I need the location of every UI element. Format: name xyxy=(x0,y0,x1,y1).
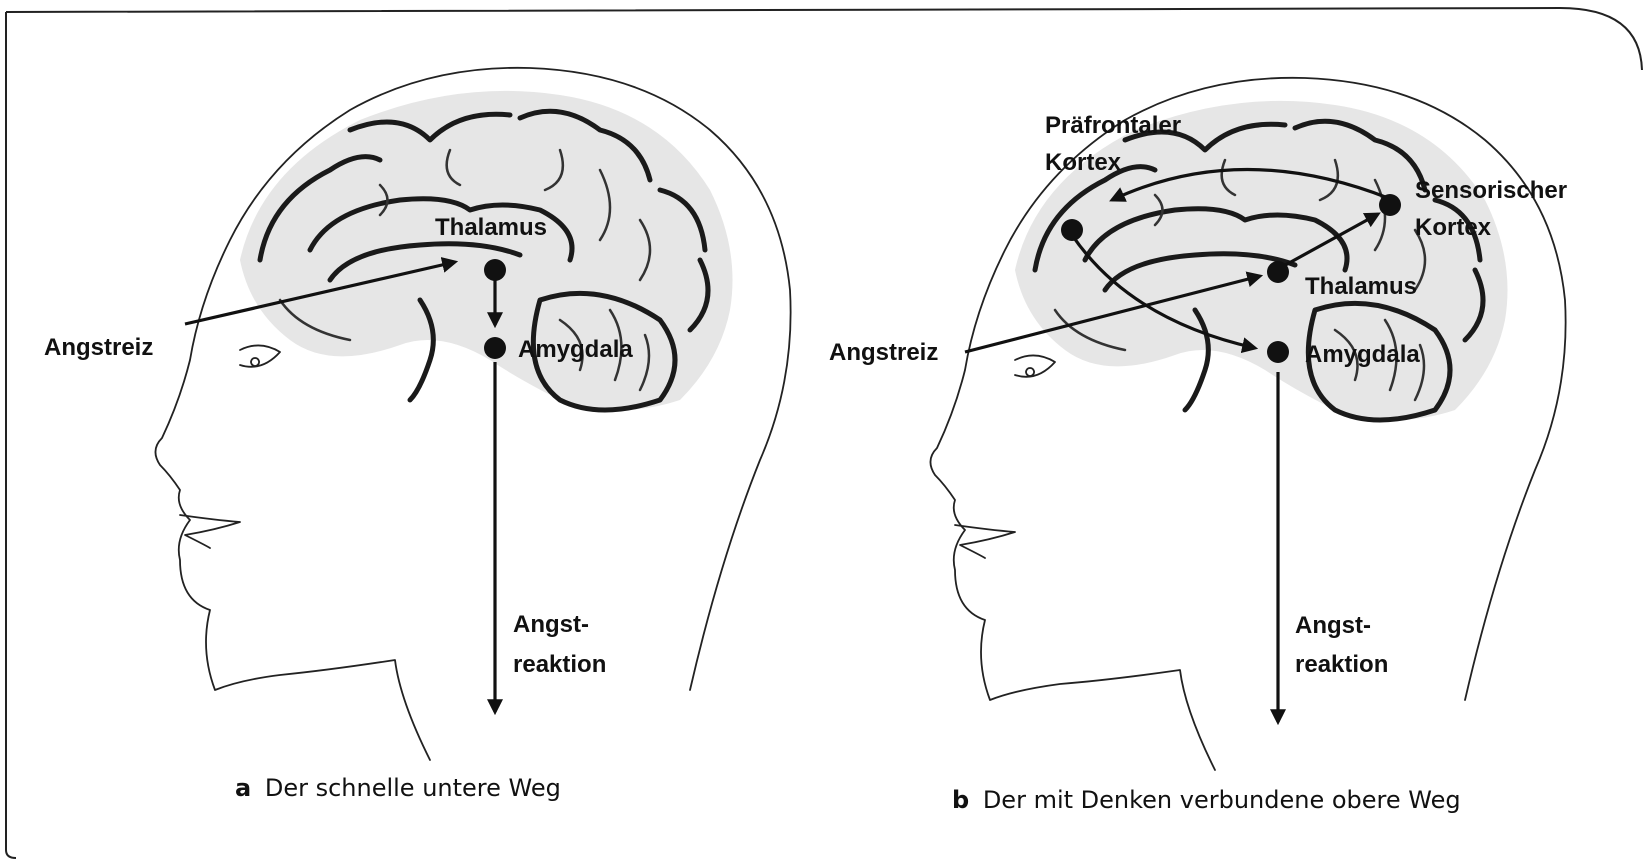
sensory-label-b-line1: Sensorischer xyxy=(1415,177,1567,204)
caption-a-text: Der schnelle untere Weg xyxy=(265,774,561,802)
prefrontal-label-b-line1: Präfrontaler xyxy=(1045,112,1181,139)
reaction-label-a-line2: reaktion xyxy=(513,651,606,678)
amygdala-label-b: Amygdala xyxy=(1305,341,1420,368)
prefrontal-label-b-line2: Kortex xyxy=(1045,149,1122,176)
caption-a-letter: a xyxy=(235,774,251,802)
panel-a: Thalamus Amygdala Angstreiz Angst- reakt… xyxy=(44,68,791,802)
caption-b: b Der mit Denken verbundene obere Weg xyxy=(952,786,1461,814)
reaction-label-a-line1: Angst- xyxy=(513,611,589,638)
thalamus-node-b xyxy=(1267,261,1289,283)
stimulus-label-a: Angstreiz xyxy=(44,334,153,361)
amygdala-node-a xyxy=(484,337,506,359)
amygdala-label-a: Amygdala xyxy=(518,336,633,363)
caption-b-text: Der mit Denken verbundene obere Weg xyxy=(983,786,1461,814)
sensory-cortex-node-b xyxy=(1379,194,1401,216)
head-profile-illustration-a xyxy=(155,68,790,760)
amygdala-node-b xyxy=(1267,341,1289,363)
thalamus-node-a xyxy=(484,259,506,281)
reaction-label-b-line2: reaktion xyxy=(1295,651,1388,678)
thalamus-label-b: Thalamus xyxy=(1305,273,1417,300)
caption-a: a Der schnelle untere Weg xyxy=(235,774,561,802)
reaction-label-b-line1: Angst- xyxy=(1295,612,1371,639)
thalamus-label-a: Thalamus xyxy=(435,214,547,241)
caption-b-letter: b xyxy=(952,786,969,814)
sensory-label-b-line2: Kortex xyxy=(1415,214,1492,241)
panel-b: Präfrontaler Kortex Sensorischer Kortex … xyxy=(829,78,1567,814)
prefrontal-cortex-node-b xyxy=(1061,219,1083,241)
stimulus-label-b: Angstreiz xyxy=(829,339,938,366)
